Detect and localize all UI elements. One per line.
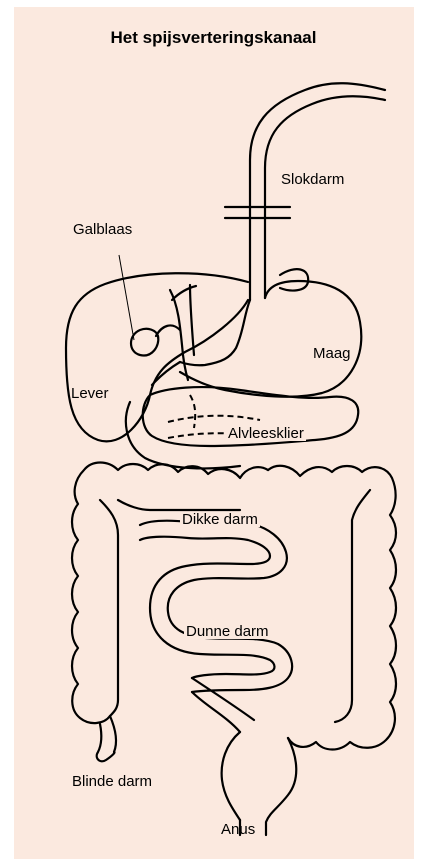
label-galblaas: Galblaas: [73, 222, 132, 237]
label-blinde-darm: Blinde darm: [72, 774, 152, 789]
label-anus: Anus: [221, 822, 255, 837]
label-alvleesklier: Alvleesklier: [226, 426, 306, 441]
label-dunne-darm: Dunne darm: [184, 624, 271, 639]
liver-shape: [66, 269, 308, 441]
label-lever: Lever: [71, 386, 109, 401]
esophagus-shape: [225, 83, 385, 300]
stomach-shape: [152, 281, 361, 397]
label-dikke-darm: Dikke darm: [180, 512, 260, 527]
label-maag: Maag: [313, 346, 351, 361]
label-slokdarm: Slokdarm: [281, 172, 344, 187]
